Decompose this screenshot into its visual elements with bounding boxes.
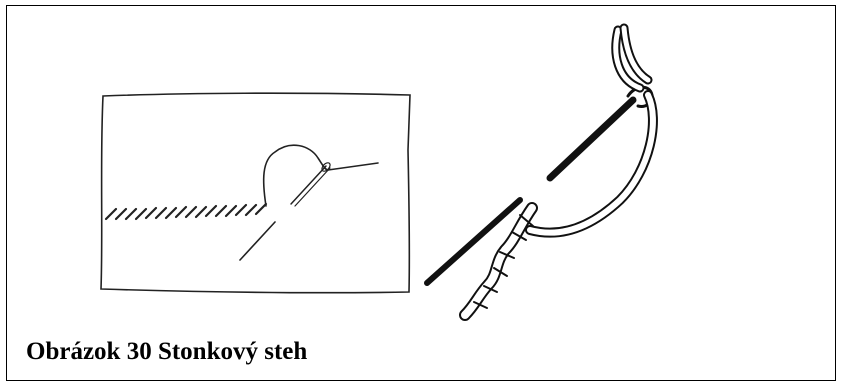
figure-caption: Obrázok 30 Stonkový steh [26, 338, 307, 366]
needle-thread-stem-stitch-icon [427, 28, 653, 315]
figure-illustration [0, 0, 845, 330]
fabric-stitch-sketch-icon [101, 93, 410, 293]
